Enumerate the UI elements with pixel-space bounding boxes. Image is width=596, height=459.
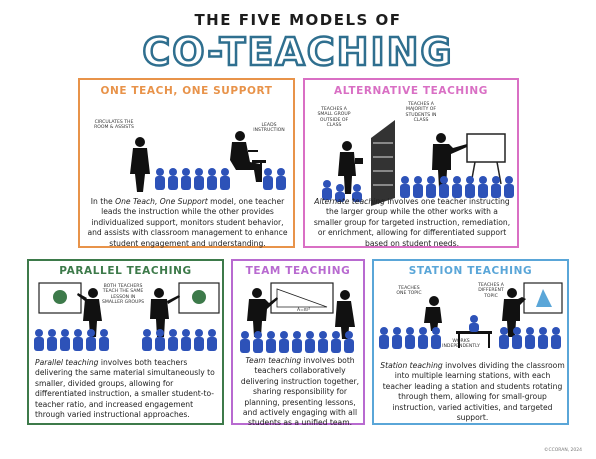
whiteboard: [270, 282, 334, 314]
team-illustration: A=πr²: [240, 282, 355, 353]
teacher-silhouette: [432, 133, 467, 188]
panel-description: Station teaching involves dividing the c…: [380, 361, 565, 423]
note-one-topic: TEACHES ONE TOPIC: [396, 286, 422, 297]
students-group: [379, 315, 561, 349]
parallel-illustration: [34, 282, 220, 351]
teacher-silhouette: [338, 141, 363, 194]
note-same-lesson: BOTH TEACHERS TEACH THE SAME LESSON IN S…: [101, 284, 145, 306]
whiteboard: [38, 282, 220, 314]
students-group: [322, 180, 362, 202]
whiteboard: [523, 282, 563, 314]
header-subtitle: THE FIVE MODELS OF: [194, 11, 402, 29]
note-leads: LEADS INSTRUCTION: [253, 123, 285, 134]
note-small-group: TEACHES A SMALL GROUP OUTSIDE OF CLASS: [317, 107, 351, 129]
panel-description: In the One Teach, One Support model, one…: [87, 197, 288, 248]
station-illustration: [379, 282, 563, 349]
copyright-credit: ©CCORAN, 2024: [543, 448, 582, 453]
teacher-silhouette: [424, 288, 526, 337]
panel-description: Alternate teaching involves one teacher …: [313, 197, 511, 248]
panel-description: Team teaching involves both teachers col…: [240, 356, 360, 428]
map-drawing: [53, 290, 206, 304]
alternative-illustration: [322, 120, 514, 206]
teacher-silhouette: [77, 288, 180, 337]
whiteboard: [466, 133, 506, 185]
page-title: CO-TEACHING: [141, 29, 454, 76]
panel-title: TEAM TEACHING: [245, 265, 351, 277]
panel-title: ONE TEACH, ONE SUPPORT: [100, 85, 273, 97]
bookshelf-divider: [371, 120, 395, 206]
note-different-topic: TEACHES A DIFFERENT TOPIC: [478, 283, 504, 299]
panel-one-teach-one-support: ONE TEACH, ONE SUPPORT CIRCULATES THE RO…: [78, 78, 295, 248]
board-formula: A=πr²: [297, 307, 310, 313]
one-teach-illustration: [130, 131, 286, 192]
note-independently: WORKS INDEPENDENTLY: [442, 339, 480, 350]
panel-title: PARALLEL TEACHING: [59, 265, 192, 277]
panel-description: Parallel teaching involves both teachers…: [35, 358, 215, 420]
panel-title: STATION TEACHING: [408, 265, 533, 277]
panel-parallel-teaching: PARALLEL TEACHING BOTH TEACHERS TEACH TH…: [27, 259, 224, 425]
note-circulates: CIRCULATES THE ROOM & ASSISTS: [94, 120, 134, 131]
desk-station: [456, 331, 492, 348]
students-group: [34, 329, 217, 351]
students-group: [155, 168, 286, 190]
students-group: [400, 176, 514, 198]
panel-title: ALTERNATIVE TEACHING: [334, 85, 488, 97]
teacher-silhouette: [230, 131, 266, 182]
students-group: [240, 331, 354, 353]
note-majority: TEACHES A MAJORITY OF STUDENTS IN CLASS: [405, 102, 437, 124]
panel-alternative-teaching: ALTERNATIVE TEACHING TEACHES A SMALL GRO…: [303, 78, 519, 248]
panel-station-teaching: STATION TEACHING TEACHES ONE TOPIC TEACH…: [372, 259, 569, 425]
panel-team-teaching: TEAM TEACHING A=πr² Team teaching involv…: [231, 259, 365, 427]
teacher-silhouette: [247, 288, 355, 339]
teacher-silhouette: [130, 137, 150, 192]
